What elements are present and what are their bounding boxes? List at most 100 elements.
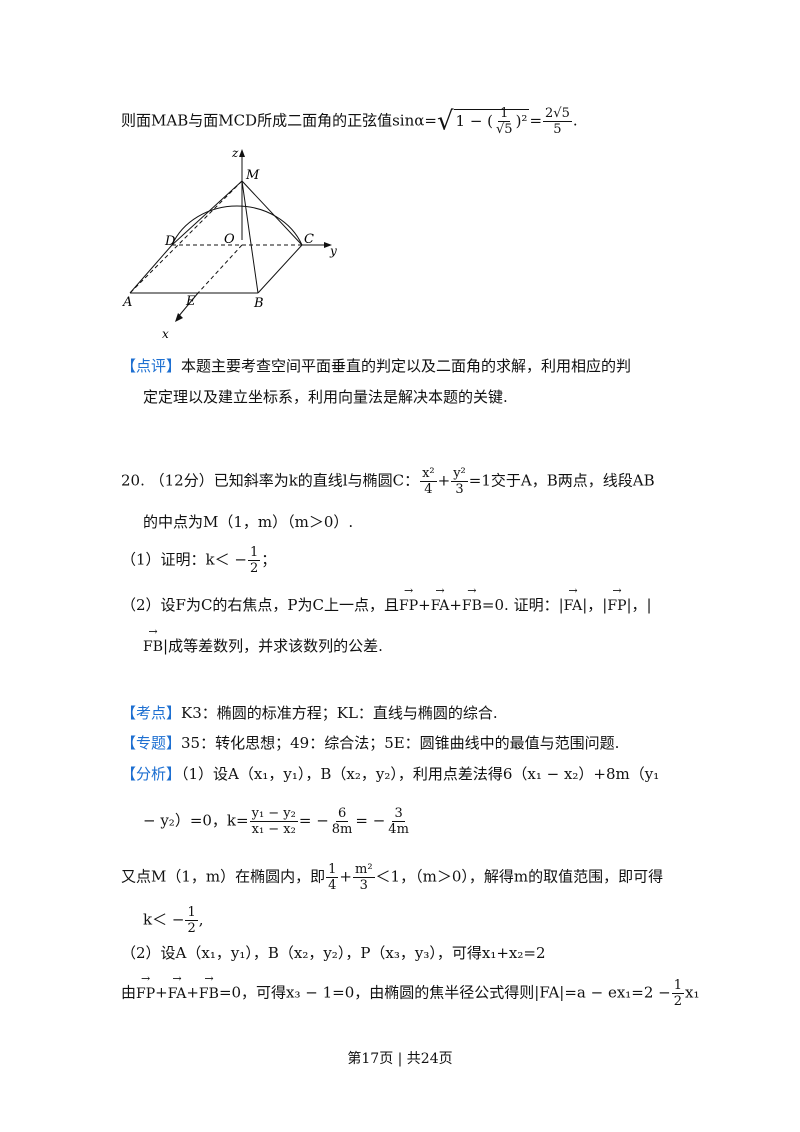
edge-ad (129, 244, 173, 294)
fenxi-text-2c: = − (355, 811, 386, 830)
q2-text-b: . 证明：| (504, 596, 564, 614)
label-y: y (329, 244, 337, 258)
fenxi-text-6b: =0，可得x₃ − 1=0，由椭圆的焦半径公式得则|FA|=a − ex₁=2 … (218, 983, 671, 1002)
x-axis-arrow (175, 313, 183, 322)
frac-m2-num: m² (353, 862, 375, 878)
vector-fp: FP (399, 585, 418, 616)
slope-num: y₁ − y₂ (249, 806, 298, 822)
problem-text-b: =1交于A，B两点，线段AB (468, 471, 655, 490)
kaodian-text: K3：椭圆的标准方程；KL：直线与椭圆的综合. (181, 704, 498, 722)
fenxi-line-5: （2）设A（x₁，y₁），B（x₂，y₂），P（x₃，y₃），可得x₁+x₂=2 (121, 943, 546, 963)
fenxi-text-2a: − y₂）=0，k= (143, 811, 249, 830)
q1-text-b: ； (261, 550, 277, 569)
frac-half-den: 2 (673, 994, 683, 1009)
label-b: B (253, 296, 264, 311)
label-a: A (122, 295, 132, 310)
frac-3-den: 3 (359, 878, 368, 893)
formula-prefix: 则面MAB与面MCD所成二面角的正弦值sinα= (121, 111, 437, 130)
question-2-line-2: FB|成等差数列，并求该数列的公差. (143, 626, 383, 657)
plus: + (449, 596, 462, 614)
comment-tag: 【点评】 (121, 357, 182, 375)
vector-fb: FB (199, 973, 219, 1004)
plus: + (339, 867, 352, 886)
q2-text-a: （2）设F为C的右焦点，P为C上一点，且 (121, 596, 399, 614)
vector-fa: FA (431, 585, 450, 616)
frac-1-2-den: 2 (187, 921, 196, 936)
plus: + (155, 983, 168, 1002)
fenxi-text-5: （2）设A（x₁，y₁），B（x₂，y₂），P（x₃，y₃），可得x₁+x₂=2 (121, 944, 546, 962)
label-d: D (164, 234, 176, 249)
equals: = (529, 111, 543, 130)
frac-4m-den: 4m (388, 822, 409, 837)
label-x: x (162, 327, 169, 341)
edge-bc (257, 244, 303, 294)
edge-md (171, 180, 243, 246)
result-num: 2√5 (543, 106, 572, 122)
y-axis-arrow (324, 242, 332, 248)
q1-frac-num: 1 (247, 545, 261, 561)
kaodian-line: 【考点】K3：椭圆的标准方程；KL：直线与椭圆的综合. (121, 703, 498, 723)
ellipse-frac-y-den: 3 (455, 482, 464, 497)
label-o: O (224, 232, 235, 247)
fenxi-text-4b: , (198, 910, 204, 929)
edge-mb (241, 180, 259, 294)
plus: + (437, 471, 451, 490)
inner-fraction: 1√5 (494, 106, 515, 137)
vector-fa: FA (168, 973, 187, 1004)
inner-frac-den: √5 (496, 122, 513, 137)
result-den: 5 (553, 122, 562, 137)
formula-end: . (572, 111, 578, 130)
radicand-start: 1 − ( (455, 111, 494, 130)
z-axis-arrow (239, 149, 245, 157)
frac-6-num: 6 (335, 806, 349, 822)
vector-fp: FP (607, 585, 626, 616)
fenxi-tag: 【分析】 (121, 765, 182, 783)
frac-8m-den: 8m (331, 822, 353, 837)
radicand: 1 − (1√5)² (453, 106, 530, 137)
vector-fa: FA (564, 585, 583, 616)
label-z: z (231, 146, 239, 160)
semicircle (171, 205, 303, 246)
page-footer: 第17页 | 共24页 (347, 1051, 453, 1067)
plus: + (418, 596, 431, 614)
label-m: M (245, 168, 260, 183)
fenxi-text-6a: 由 (121, 983, 137, 1002)
problem-text-2: 的中点为M（1，m）（m＞0）. (143, 513, 354, 531)
ellipse-frac-x-num: x² (420, 466, 437, 482)
q2-text-c: |成等差数列，并求该数列的公差. (163, 637, 383, 655)
comment-line-1: 【点评】本题主要考查空间平面垂直的判定以及二面角的求解，利用相应的判 (121, 356, 631, 376)
x-axis (177, 292, 199, 318)
fenxi-text-1: （1）设A（x₁，y₁），B（x₂，y₂），利用点差法得6（x₁ − x₂）+8… (181, 765, 660, 783)
inner-frac-num: 1 (498, 106, 511, 122)
vector-fp: FP (136, 973, 155, 1004)
x-axis-dashed (197, 244, 243, 294)
radical-sign: √ (436, 106, 454, 137)
zhuanti-tag: 【专题】 (121, 734, 182, 752)
problem-text-a: 20. （12分）已知斜率为k的直线l与椭圆C： (121, 471, 420, 490)
fenxi-text-3a: 又点M（1，m）在椭圆内，即 (121, 867, 326, 886)
comment-text-1: 本题主要考查空间平面垂直的判定以及二面角的求解，利用相应的判 (181, 357, 632, 375)
fenxi-text-6c: x₁ (685, 983, 700, 1002)
q2-sep-1: |，| (582, 596, 608, 614)
frac-1-2-num: 1 (185, 905, 198, 921)
frac-3-num: 3 (392, 806, 405, 822)
frac-4-den: 4 (328, 878, 337, 893)
problem-line-2: 的中点为M（1，m）（m＞0）. (143, 512, 353, 532)
fenxi-text-4a: k＜ − (143, 910, 185, 929)
label-e: E (185, 294, 196, 309)
q2-sep-2: |，| (626, 596, 652, 614)
